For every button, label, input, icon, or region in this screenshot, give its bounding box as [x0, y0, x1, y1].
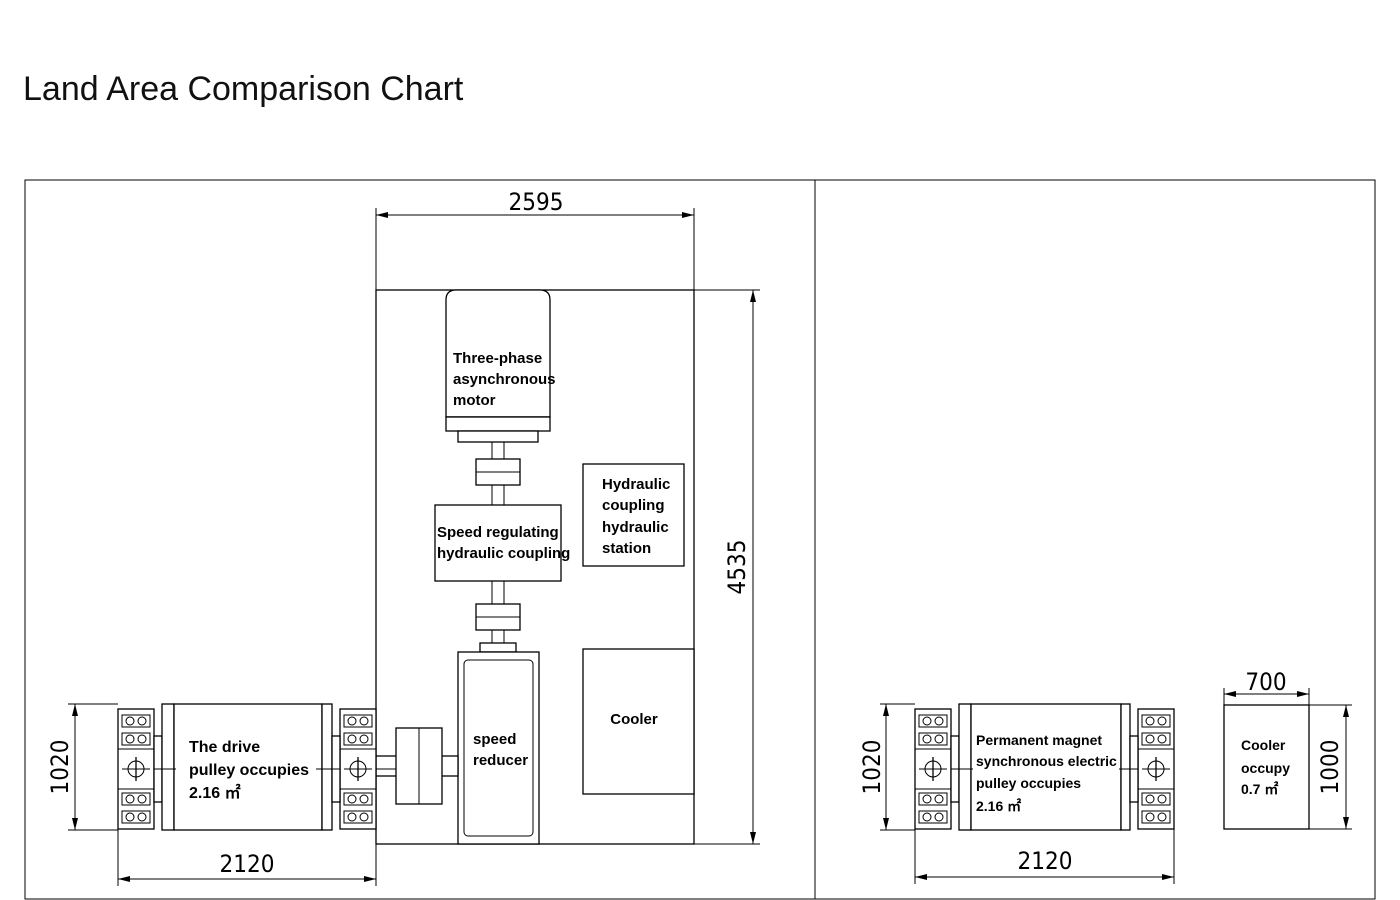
permanent-magnet-pulley: Permanent magnet synchronous electric pu… — [914, 703, 1175, 831]
dimension-2120-left: 2120 — [117, 829, 377, 886]
dimension-2595: 2595 — [375, 188, 695, 290]
dim-label-2120-right: 2120 — [1018, 847, 1073, 875]
right-panel: Permanent magnet synchronous electric pu… — [858, 668, 1352, 884]
output-coupling — [375, 727, 459, 805]
lower-shaft-coupling — [475, 581, 521, 653]
station-label: Hydraulic coupling hydraulic station — [602, 476, 675, 557]
dim-label-1020-right: 1020 — [858, 740, 886, 795]
dim-label-2595: 2595 — [509, 188, 564, 216]
hydraulic-station: Hydraulic coupling hydraulic station — [582, 463, 685, 567]
coupling-label: Speed regulating hydraulic coupling — [437, 524, 570, 562]
dim-label-1020-left: 1020 — [46, 740, 74, 795]
speed-regulating-hydraulic-coupling: Speed regulating hydraulic coupling — [434, 504, 570, 582]
dimension-1020-right: 1020 — [858, 703, 915, 831]
dimension-1000: 1000 — [1309, 704, 1352, 830]
motor-label: Three-phase asynchronous motor — [453, 350, 560, 409]
cooler-right: Cooler occupy 0.7 ㎡ — [1223, 704, 1310, 830]
drive-pulley: The drive pulley occupies 2.16 ㎡ — [117, 703, 396, 831]
pm-pulley-label: Permanent magnet synchronous electric pu… — [976, 732, 1121, 814]
cooler-right-label: Cooler occupy 0.7 ㎡ — [1241, 737, 1294, 797]
drive-pulley-label: The drive pulley occupies 2.16 ㎡ — [189, 739, 314, 802]
dim-label-700: 700 — [1245, 668, 1286, 696]
three-phase-motor: Three-phase asynchronous motor — [445, 289, 560, 443]
diagram-frame — [24, 179, 1376, 900]
dimension-700: 700 — [1223, 668, 1310, 705]
dim-label-4535: 4535 — [723, 540, 751, 595]
dim-label-2120-left: 2120 — [220, 850, 275, 878]
dim-label-1000: 1000 — [1316, 740, 1344, 795]
speed-reducer: speed reducer — [457, 651, 540, 845]
dimension-4535: 4535 — [694, 289, 760, 845]
page-title: Land Area Comparison Chart — [23, 70, 464, 108]
dimension-2120-right: 2120 — [914, 829, 1175, 884]
dimension-1020-left: 1020 — [46, 703, 118, 831]
reducer-label: speed reducer — [473, 731, 528, 769]
cooler-left: Cooler — [582, 648, 695, 795]
upper-shaft-coupling — [475, 442, 521, 505]
cooler-label: Cooler — [610, 711, 658, 728]
left-panel: 2595 4535 Three-phase asynchronous motor — [46, 188, 760, 886]
